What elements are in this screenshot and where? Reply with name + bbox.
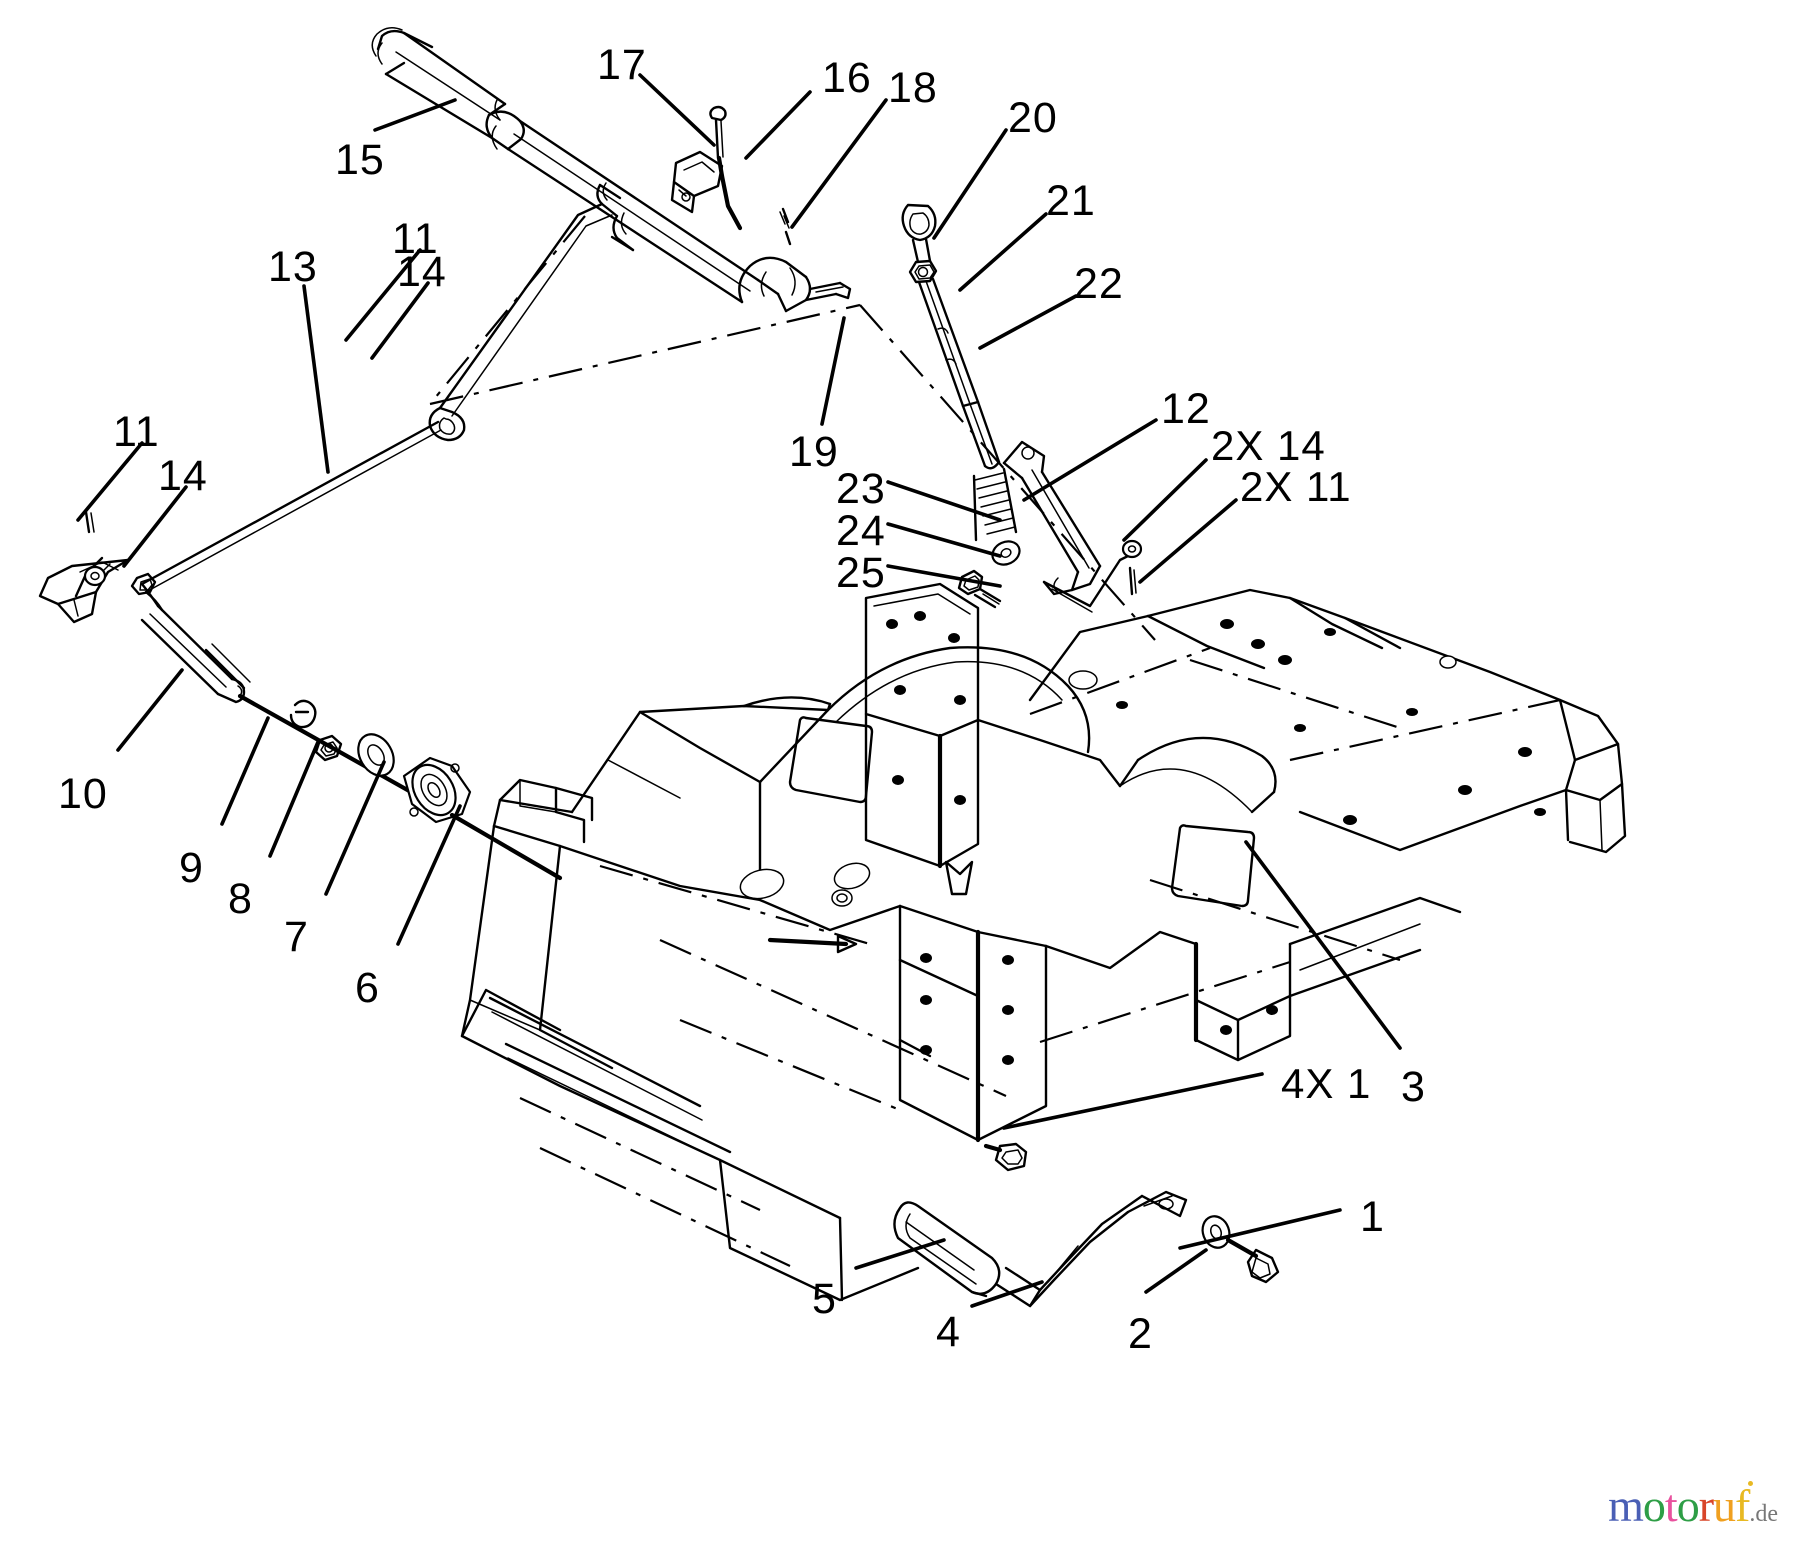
upper-lift-rod-assembly: [371, 27, 1156, 641]
rod-end-clevis-18: [670, 105, 852, 313]
e-clip-9: [289, 699, 317, 729]
callout-20: 20: [1008, 94, 1058, 142]
callout-5: 5: [812, 1275, 837, 1323]
lower-lift-rod-assembly: [38, 420, 563, 881]
callout-2x-11: 2X 11: [1240, 463, 1352, 510]
callout-3: 3: [1401, 1063, 1426, 1111]
callout-12: 12: [1161, 385, 1211, 433]
watermark-letter-f: f: [1735, 1480, 1754, 1531]
callout-16: 16: [822, 54, 872, 102]
washer-7: [357, 733, 395, 777]
callout-14-b: 14: [158, 452, 208, 500]
flange-bearing-6: [402, 756, 472, 824]
callout-17: 17: [597, 41, 647, 89]
callout-1: 1: [1360, 1193, 1385, 1241]
callout-24: 24: [836, 507, 886, 555]
callout-14-a: 14: [397, 248, 447, 296]
watermark-letter-m: m: [1608, 1480, 1644, 1531]
watermark-letter-o1: o: [1642, 1480, 1666, 1531]
callout-11-a: 11: [392, 215, 439, 263]
callout-23: 23: [836, 465, 886, 513]
callout-13: 13: [268, 243, 318, 291]
watermark-letter-r: r: [1698, 1480, 1714, 1531]
spring-23: [972, 467, 1018, 542]
callout-8: 8: [228, 875, 253, 923]
callout-9: 9: [179, 844, 204, 892]
bolt-25: [957, 569, 1002, 609]
washer-24: [991, 540, 1021, 566]
callout-18: 18: [888, 64, 938, 112]
callout-15: 15: [335, 136, 385, 184]
leader-lines: [76, 73, 1402, 1308]
callout-2x-14: 2X 14: [1211, 422, 1326, 469]
spring-and-hardware-stack: [957, 467, 1021, 609]
watermark-letter-o2: o: [1676, 1480, 1700, 1531]
mower-deck-housing: [460, 582, 1627, 1302]
watermark-suffix: .de: [1749, 1501, 1778, 1527]
bolt-4x1: [983, 1142, 1028, 1172]
callout-7: 7: [284, 913, 309, 961]
callout-4: 4: [936, 1308, 961, 1356]
callout-22: 22: [1074, 260, 1124, 308]
latch-lever-assembly: [893, 1142, 1280, 1308]
callout-21: 21: [1046, 177, 1096, 225]
nut-8: [314, 734, 343, 762]
lift-arm-bracket-12: [1002, 440, 1143, 613]
callout-4x-1: 4X 1: [1281, 1060, 1372, 1107]
callout-6: 6: [355, 964, 380, 1012]
gas-strut-assembly: [901, 203, 1001, 470]
callout-11-b: 11: [113, 408, 160, 456]
motoruf-watermark: motoruf.de: [1608, 1480, 1778, 1531]
watermark-letter-t: t: [1664, 1480, 1678, 1531]
watermark-letter-u: u: [1713, 1480, 1736, 1531]
bolt-1-lower: [1225, 1237, 1280, 1284]
washer-2: [1201, 1215, 1231, 1249]
callout-25: 25: [836, 549, 886, 597]
callout-2: 2: [1128, 1310, 1153, 1358]
callout-19: 19: [789, 428, 839, 476]
callout-10: 10: [58, 770, 108, 818]
